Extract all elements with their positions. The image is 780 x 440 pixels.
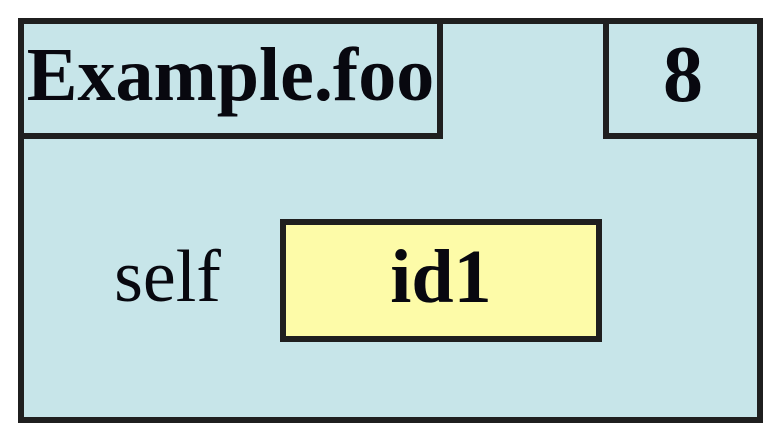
variable-name-label: self	[114, 235, 221, 318]
frame-number: 8	[663, 30, 703, 119]
frame-title: Example.foo	[26, 32, 435, 117]
frame-number-box: 8	[603, 18, 763, 139]
variable-name: self	[55, 219, 280, 342]
frame-tab-connector	[443, 18, 603, 145]
value-box: id1	[280, 219, 602, 342]
value-label: id1	[390, 234, 492, 319]
frame-title-tab: Example.foo	[18, 18, 443, 139]
